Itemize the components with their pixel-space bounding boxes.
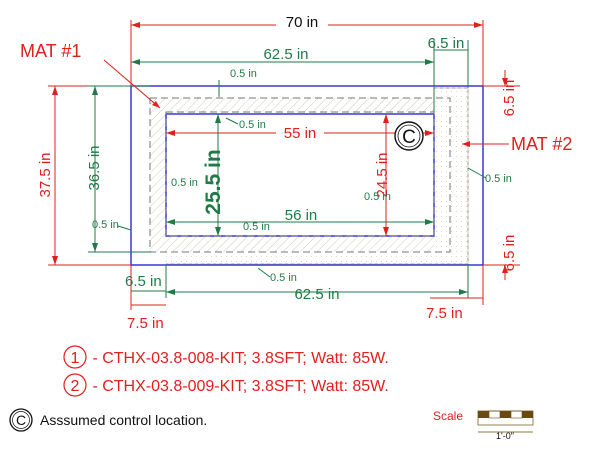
mat-1-label: MAT #1 (20, 41, 81, 61)
scale-bar: Scale 1'-0" (433, 409, 534, 441)
mat-1-boundary (149, 97, 451, 253)
legend-control-text: Asssumed control location. (40, 412, 207, 428)
room-outline (130, 85, 484, 266)
extension-lines (48, 20, 520, 310)
dim-clearance-5: 0.5 in (485, 173, 512, 185)
legend-item-1-number: 1 (71, 350, 80, 367)
dim-clearance-7: 0.5 in (243, 221, 270, 233)
dim-corner-right: 7.5 in (426, 305, 463, 322)
legend-item-1: 1 - CTHX-03.8-008-KIT; 3.8SFT; Watt: 85W… (63, 345, 389, 369)
dim-outer-width: 70 in (286, 14, 319, 31)
scale-label: Scale (433, 409, 463, 423)
dim-offset-right-top: 6.5 in (501, 80, 518, 117)
dim-clearance-4: 0.5 in (364, 191, 391, 203)
legend-item-1-text: - CTHX-03.8-008-KIT; 3.8SFT; Watt: 85W. (88, 350, 389, 367)
dim-clearance-1: 0.5 in (230, 68, 257, 80)
mat-2-label: MAT #2 (511, 134, 572, 154)
control-symbol: C (402, 127, 416, 148)
dim-clearance-8: 0.5 in (270, 272, 297, 284)
dim-outer-height: 37.5 in (37, 152, 54, 197)
dim-inner-height-left: 25.5 in (202, 149, 225, 214)
mat-2-boundary (166, 87, 469, 265)
dim-inner-width-top: 55 in (284, 125, 317, 142)
dim-inner-width-bottom: 56 in (285, 207, 318, 224)
dim-gap-top-right: 6.5 in (428, 35, 465, 52)
legend-item-2-text: - CTHX-03.8-009-KIT; 3.8SFT; Watt: 85W. (88, 378, 389, 395)
legend-control: C Asssumed control location. (9, 408, 207, 432)
dim-mat-width-top: 62.5 in (263, 46, 308, 63)
legend-item-2: 2 - CTHX-03.8-009-KIT; 3.8SFT; Watt: 85W… (63, 373, 389, 397)
dim-corner-left: 7.5 in (127, 315, 164, 332)
legend-control-symbol: C (16, 412, 26, 428)
dim-mat-height: 36.5 in (86, 145, 103, 190)
dim-clearance-3: 0.5 in (171, 177, 198, 189)
dim-clearance-6: 0.5 in (92, 219, 119, 231)
scale-unit: 1'-0" (496, 431, 514, 441)
dim-offset-right-bottom: 6.5 in (501, 235, 518, 272)
control-location-marker: C (394, 121, 424, 151)
mat-1-area (150, 98, 434, 252)
dim-offset-left-bottom: 6.5 in (125, 273, 162, 290)
dim-clearance-2: 0.5 in (239, 119, 266, 131)
dim-inner-height-right: 24.5 in (374, 152, 391, 197)
dim-mat-width-bottom: 62.5 in (294, 286, 339, 303)
legend-item-2-number: 2 (71, 378, 80, 395)
